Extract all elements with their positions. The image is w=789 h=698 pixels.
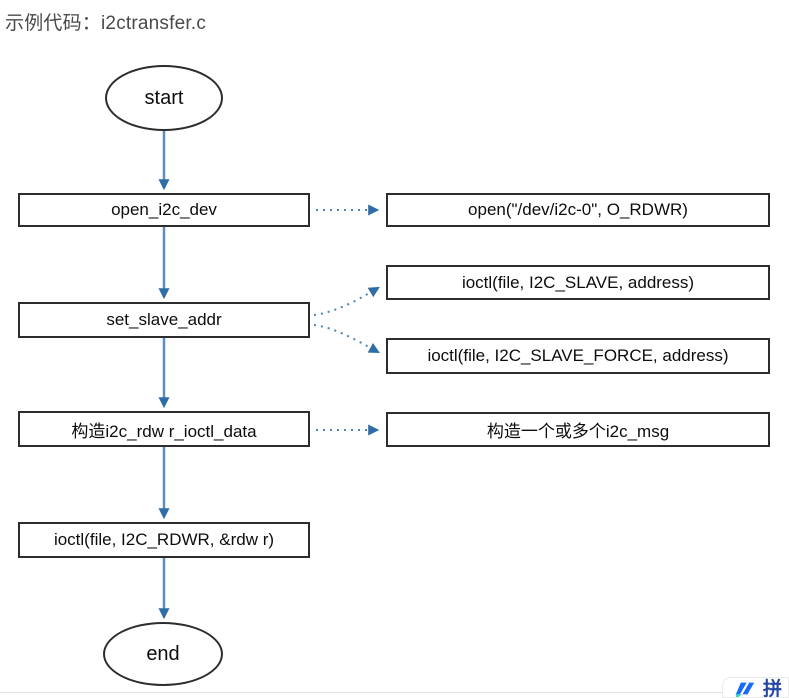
ime-indicator[interactable]: 拼 (722, 677, 789, 698)
node-build-rdwr-data: 构造i2c_rdw r_ioctl_data (18, 411, 310, 447)
ime-logo-icon (735, 682, 755, 697)
node-set-slave-addr: set_slave_addr (18, 302, 310, 338)
node-end: end (103, 622, 223, 686)
node-ioctl-slave-force: ioctl(file, I2C_SLAVE_FORCE, address) (386, 338, 770, 374)
node-open-call: open("/dev/i2c-0", O_RDWR) (386, 193, 770, 227)
page-title: 示例代码：i2ctransfer.c (5, 13, 207, 34)
node-open-i2c-dev: open_i2c_dev (18, 193, 310, 227)
node-build-msgs: 构造一个或多个i2c_msg (386, 412, 770, 447)
node-ioctl-rdwr: ioctl(file, I2C_RDWR, &rdw r) (18, 522, 310, 558)
bottom-divider (0, 692, 789, 693)
ime-mode-label: 拼 (763, 679, 783, 698)
node-ioctl-slave: ioctl(file, I2C_SLAVE, address) (386, 265, 770, 300)
node-start: start (105, 65, 223, 131)
